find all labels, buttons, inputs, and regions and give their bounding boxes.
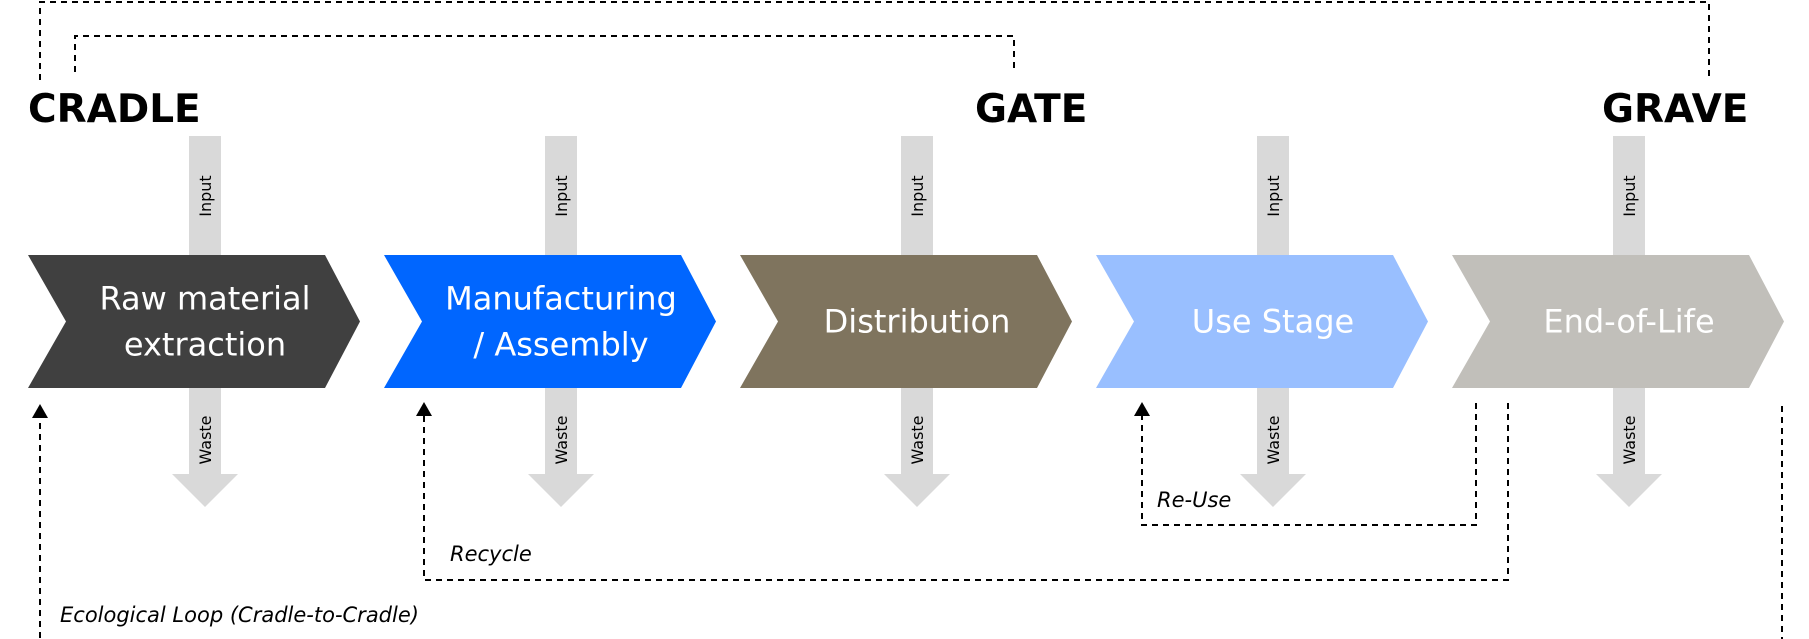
stage-use-label: Use Stage [1192, 303, 1354, 341]
stage-end-of-life-input-label: Input [1620, 175, 1639, 216]
stage-distribution-waste-arrow [884, 385, 950, 507]
recycle-label: Recycle [450, 542, 532, 566]
gate-label: GATE [975, 87, 1087, 132]
stage-raw-material-chevron [28, 255, 360, 388]
stage-distribution-input-label: Input [908, 175, 927, 216]
stage-end-of-life-input-arrow [1613, 136, 1645, 258]
stage-use-chevron [1096, 255, 1428, 388]
recycle-loop-line [423, 403, 1509, 581]
cradle-to-grave-bracket [39, 1, 1710, 80]
grave-label: GRAVE [1602, 87, 1748, 132]
stage-distribution-label: Distribution [824, 303, 1011, 341]
cradle-label: CRADLE [28, 87, 201, 132]
stage-use-input-label: Input [1264, 175, 1283, 216]
stage-distribution-waste-label: Waste [908, 415, 927, 464]
stage-use-waste-arrow [1240, 385, 1306, 507]
ecological-loop-label: Ecological Loop (Cradle-to-Cradle) [60, 603, 419, 627]
stage-distribution-chevron [740, 255, 1072, 388]
reuse-arrowhead [1134, 402, 1150, 416]
stage-manufacturing-waste-arrow [528, 385, 594, 507]
stage-manufacturing-input-label: Input [552, 175, 571, 216]
stage-manufacturing-waste-label: Waste [552, 415, 571, 464]
cradle-to-gate-bracket [74, 35, 1015, 72]
stage-manufacturing-input-arrow [545, 136, 577, 258]
recycle-arrowhead [416, 402, 432, 416]
reuse-label: Re-Use [1157, 488, 1231, 512]
stage-use-waste-label: Waste [1264, 415, 1283, 464]
stage-raw-material-input-label: Input [196, 175, 215, 216]
stage-end-of-life-waste-label: Waste [1620, 415, 1639, 464]
ecological-arrowhead [32, 404, 48, 418]
stage-raw-material-waste-label: Waste [196, 415, 215, 464]
stage-end-of-life-label: End-of-Life [1543, 303, 1714, 341]
stage-end-of-life-chevron [1452, 255, 1784, 388]
stage-manufacturing-chevron [384, 255, 716, 388]
stage-use-input-arrow [1257, 136, 1289, 258]
reuse-loop-line [1141, 403, 1477, 526]
stage-distribution-input-arrow [901, 136, 933, 258]
stage-raw-material-waste-arrow [172, 385, 238, 507]
ecological-loop-line [39, 406, 1783, 639]
stage-raw-material-input-arrow [189, 136, 221, 258]
stage-end-of-life-waste-arrow [1596, 385, 1662, 507]
stage-manufacturing-label: Manufacturing/ Assembly [445, 280, 677, 364]
